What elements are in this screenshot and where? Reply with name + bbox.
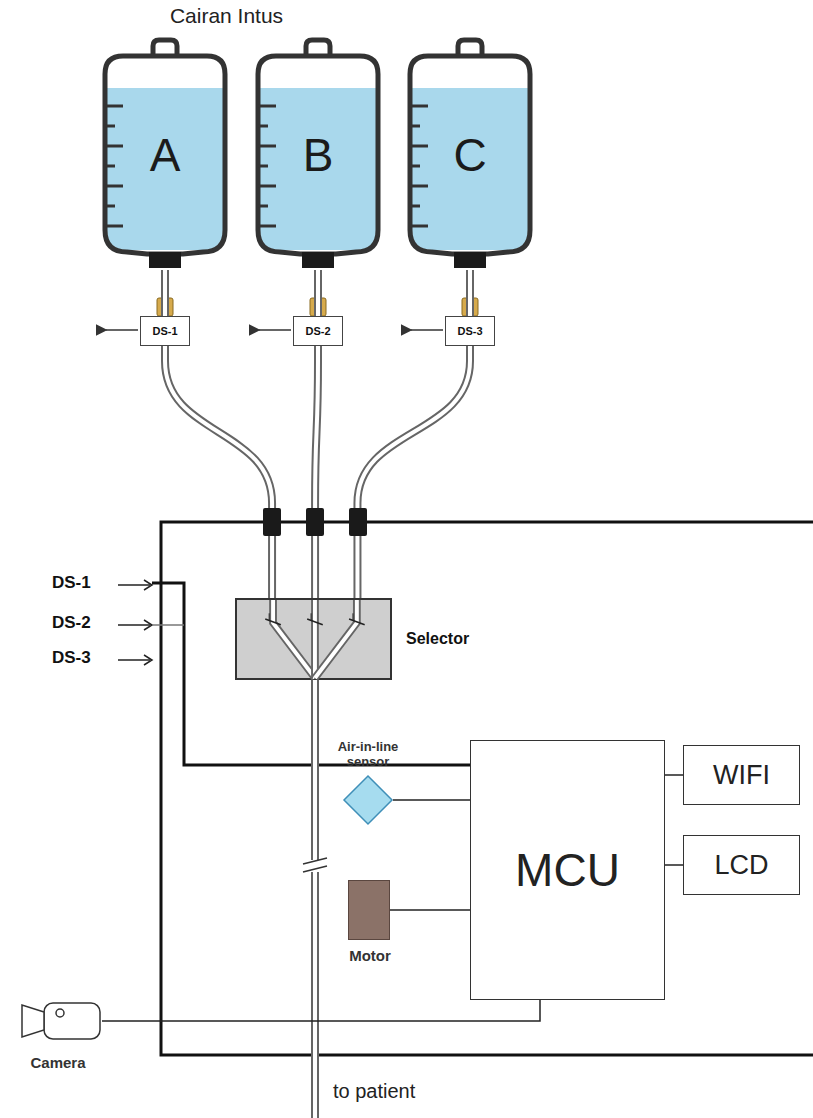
selector-valves: [237, 600, 390, 678]
iv-bag: C: [404, 40, 536, 270]
signal-inputs: [118, 580, 152, 665]
camera-label: Camera: [8, 1054, 108, 1071]
motor-block: Motor: [348, 880, 390, 940]
iv-tube: [165, 346, 272, 598]
iv-bag: A: [99, 40, 231, 270]
output-tube: [300, 680, 330, 1118]
drip-sensor: DS-1: [140, 316, 190, 346]
mcu-label: MCU: [515, 843, 620, 897]
diagram-title: Cairan Intus: [0, 4, 633, 28]
signal-wire: [390, 910, 470, 911]
camera-icon: [22, 1003, 100, 1039]
drip-sensor: DS-3: [445, 316, 495, 346]
air-sensor-diamond: Air-in-line sensor: [343, 775, 393, 825]
drip-sensor: DS-2: [293, 316, 343, 346]
iv-tube: [357, 346, 470, 598]
motor-label: Motor: [329, 947, 411, 964]
module-label: LCD: [714, 850, 768, 881]
bag-letter: A: [99, 128, 231, 182]
signal-name: DS-2: [52, 613, 91, 633]
wifi-box: WIFI: [683, 745, 800, 805]
sensor-label: DS-1: [152, 325, 177, 337]
module-label: WIFI: [713, 760, 770, 791]
iv-tube: [470, 270, 471, 316]
sensor-label: Air-in-line sensor: [321, 739, 415, 769]
selector-label: Selector: [406, 630, 469, 648]
signal-wire: [393, 800, 470, 801]
lcd-box: LCD: [683, 835, 800, 895]
camera-node: Camera: [20, 1000, 102, 1042]
signal-wire: [665, 775, 683, 776]
sensor-label: DS-2: [305, 325, 330, 337]
bag-letter: C: [404, 128, 536, 182]
iv-tube: [165, 270, 166, 316]
iv-tube: [315, 346, 318, 598]
selector-box: Selector: [235, 598, 392, 680]
sensor-label: DS-3: [457, 325, 482, 337]
signal-wire: [665, 865, 683, 866]
signal-wire: [102, 1000, 540, 1021]
flow-label: to patient: [333, 1080, 415, 1103]
bag-letter: B: [252, 128, 384, 182]
iv-tube: [318, 270, 319, 316]
iv-bag: B: [252, 40, 384, 270]
tube-clamp: [263, 508, 367, 536]
diamond-shape: [343, 775, 393, 825]
signal-name: DS-3: [52, 648, 91, 668]
mcu-box: MCU: [470, 740, 665, 1000]
signal-name: DS-1: [52, 573, 91, 593]
housing-outline: [161, 522, 813, 1055]
signal-wire: [152, 624, 184, 626]
